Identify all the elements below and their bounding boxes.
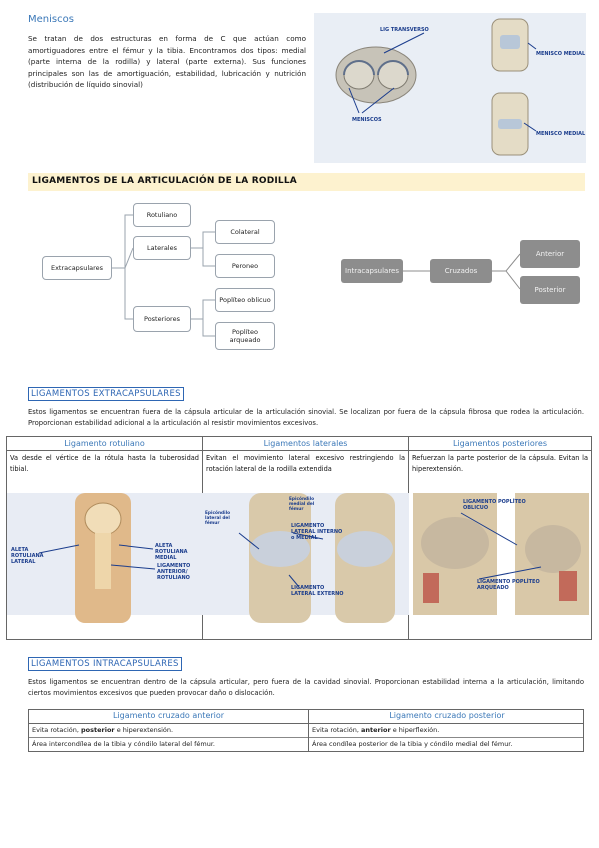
tree-connectors-left — [112, 214, 215, 337]
tree-right-posterior: Posterior — [520, 276, 580, 304]
posterior-row-2: Área condílea posterior de la tibia y có… — [312, 740, 513, 748]
tree-left-popliteo-arqueado: Poplíteo arqueado — [215, 322, 275, 350]
tree-left-posteriores: Posteriores — [133, 306, 191, 332]
anterior-row-1-a: Evita rotación, — [32, 726, 82, 734]
tree-left-colateral: Colateral — [215, 220, 275, 244]
posterior-row-1-c: e hiperflexión. — [390, 726, 440, 734]
tree-left-rotuliano: Rotuliano — [133, 203, 191, 227]
rotuliano-svg — [7, 493, 203, 623]
meniscos-paragraph: Se tratan de dos estructuras en forma de… — [28, 34, 306, 89]
extracapsulares-paragraph: Estos ligamentos se encuentran fuera de … — [28, 408, 584, 427]
intracapsulares-label: LIGAMENTOS INTRACAPSULARES — [28, 657, 182, 671]
meniscos-title: Meniscos — [28, 14, 74, 25]
posterior-row-1: Evita rotación, anterior e hiperflexión. — [309, 725, 585, 735]
label-lig-transverso: LIG TRANSVERSO — [380, 27, 429, 33]
col-text-rotuliano: Va desde el vértice de la rótula hasta l… — [10, 454, 199, 473]
table-col-laterales: Ligamentos laterales Evitan el movimient… — [203, 437, 409, 639]
anterior-row-2: Área intercondílea de la tibia y cóndilo… — [32, 740, 215, 748]
table-divider-v — [308, 710, 309, 751]
extracapsulares-table: Ligamento rotuliano Va desde el vértice … — [6, 436, 592, 640]
anterior-row-1-c: e hiperextensión. — [114, 726, 174, 734]
label-lateral-interno: LIGAMENTO LATERAL INTERNO o MEDIAL — [291, 523, 343, 541]
tree-left-root: Extracapsulares — [42, 256, 112, 280]
ligamentos-heading: LIGAMENTOS DE LA ARTICULACIÓN DE LA RODI… — [32, 176, 297, 186]
extracapsulares-label: LIGAMENTOS EXTRACAPSULARES — [28, 387, 184, 401]
meniscos-svg — [335, 18, 537, 156]
posterior-row-1-a: Evita rotación, — [312, 726, 362, 734]
head-cruzado-anterior: Ligamento cruzado anterior — [112, 711, 225, 720]
label-menisco-medial-1: MENISCO MEDIAL — [536, 51, 586, 57]
ligamentos-heading-bar: LIGAMENTOS DE LA ARTICULACIÓN DE LA RODI… — [28, 173, 585, 191]
col-head-rotuliano: Ligamento rotuliano — [7, 437, 202, 451]
col-head-posteriores: Ligamentos posteriores — [409, 437, 591, 451]
table-divider-h2 — [29, 737, 583, 738]
head-cruzado-posterior: Ligamento cruzado posterior — [389, 711, 505, 720]
label-epicondilo-medial: Epicóndilo medial del fémur — [289, 497, 315, 512]
label-meniscos: MENISCOS — [352, 117, 382, 123]
label-aleta-lateral: ALETA ROTULIANA LATERAL — [11, 547, 44, 565]
tree-right-anterior: Anterior — [520, 240, 580, 268]
col-head-laterales: Ligamentos laterales — [203, 437, 408, 451]
posteriores-svg — [413, 493, 589, 615]
col-text-posteriores: Refuerzan la parte posterior de la cápsu… — [412, 454, 588, 473]
tree-left-popliteo-oblicuo: Poplíteo oblicuo — [215, 288, 275, 312]
tree-connectors-right — [402, 253, 521, 290]
label-menisco-medial-2: MENISCO MEDIAL — [536, 131, 586, 137]
table-divider-h1 — [29, 723, 583, 724]
label-aleta-medial: ALETA ROTULIANA MEDIAL — [155, 543, 188, 561]
anterior-row-1: Evita rotación, posterior e hiperextensi… — [29, 725, 308, 735]
tree-left-peroneo: Peroneo — [215, 254, 275, 278]
laterales-illustration: Epicóndilo lateral del fémur Epicóndilo … — [203, 493, 409, 623]
table-col-rotuliano: Ligamento rotuliano Va desde el vértice … — [7, 437, 203, 639]
posteriores-illustration: LIGAMENTO POPLÍTEO OBLICUO LIGAMENTO POP… — [409, 493, 591, 623]
tree-right-cruzados: Cruzados — [430, 259, 492, 283]
posterior-row-1-bold: anterior — [361, 726, 391, 734]
rotuliano-illustration: ALETA ROTULIANA LATERAL ALETA ROTULIANA … — [7, 493, 203, 623]
anterior-row-1-bold: posterior — [81, 726, 115, 734]
label-epicondilo-lateral: Epicóndilo lateral del fémur — [205, 511, 231, 526]
intracapsulares-paragraph: Estos ligamentos se encuentran dentro de… — [28, 678, 584, 697]
col-text-laterales: Evitan el movimiento lateral excesivo re… — [206, 454, 405, 473]
cruzados-table: Ligamento cruzado anterior Ligamento cru… — [28, 709, 584, 752]
meniscos-illustration: LIG TRANSVERSO MENISCOS MENISCO MEDIAL M… — [314, 13, 586, 163]
label-popliteo-oblicuo: LIGAMENTO POPLÍTEO OBLICUO — [463, 499, 526, 511]
label-popliteo-arqueado: LIGAMENTO POPLÍTEO ARQUEADO — [477, 579, 540, 591]
label-ligamento-anterior: LIGAMENTO ANTERIOR/ ROTULIANO — [157, 563, 191, 581]
tree-right-root: Intracapsulares — [341, 259, 403, 283]
laterales-svg — [203, 493, 409, 623]
label-lateral-externo: LIGAMENTO LATERAL EXTERNO — [291, 585, 344, 597]
table-col-posteriores: Ligamentos posteriores Refuerzan la part… — [409, 437, 591, 639]
tree-left-laterales: Laterales — [133, 236, 191, 260]
